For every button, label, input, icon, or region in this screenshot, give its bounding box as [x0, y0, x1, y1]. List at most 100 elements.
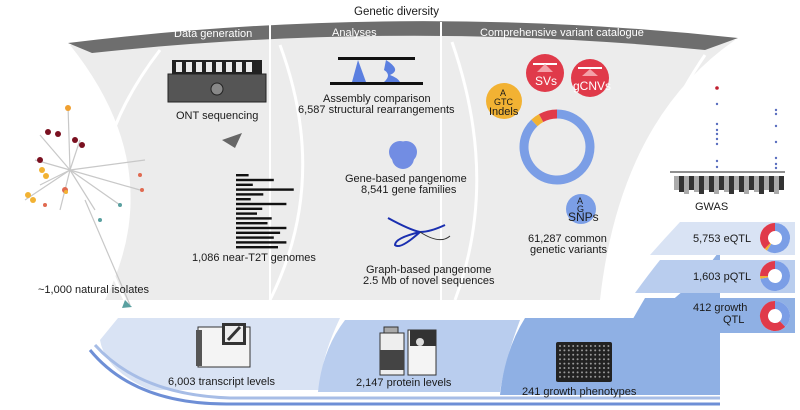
eqtl-label: 5,753 eQTL [693, 233, 752, 245]
gwas-chromosome-bar [744, 176, 749, 194]
gwas-chromosome-bar [689, 176, 694, 190]
gwas-label: GWAS [695, 201, 729, 213]
colony-dot [589, 349, 592, 352]
colony-dot [572, 371, 575, 374]
colony-dot [598, 367, 601, 369]
colony-dot [589, 345, 592, 347]
colony-dot [581, 353, 583, 356]
gene-pangenome-title: Gene-based pangenome [345, 173, 467, 185]
gwas-point [715, 159, 719, 163]
colony-dot [581, 375, 583, 378]
colony-dot [598, 371, 601, 374]
colony-dot [607, 358, 610, 361]
gwas-point [715, 132, 719, 136]
colony-dot [576, 371, 579, 374]
variant-summary-line2: genetic variants [530, 244, 608, 256]
colony-dot [581, 371, 583, 374]
gwas-chromosome-bar [704, 176, 709, 190]
colony-dot [607, 349, 610, 352]
ont-sequencing-label: ONT sequencing [176, 110, 259, 122]
colony-dot [576, 345, 579, 347]
assembly-comparison-value: 6,587 structural rearrangements [298, 104, 455, 116]
tree-tips [25, 105, 144, 308]
colony-dot [594, 367, 597, 369]
genome-bar [236, 193, 264, 196]
colony-dot [559, 362, 561, 365]
genome-bars-icon [236, 174, 294, 249]
colony-dot [567, 358, 570, 361]
colony-dot [581, 345, 583, 347]
colony-dot [572, 345, 575, 347]
colony-dot [603, 371, 605, 374]
rna-seq-instrument-icon [196, 323, 251, 368]
colony-dot [563, 362, 566, 365]
colony-dot [576, 349, 579, 352]
colony-dot [598, 358, 601, 361]
colony-dot [585, 362, 588, 365]
colony-dot [563, 345, 566, 347]
genome-bar [236, 212, 257, 215]
colony-dot [594, 349, 597, 352]
qtl-donut-segment [760, 261, 776, 277]
colony-dot [559, 375, 561, 378]
growth-qtl-panel [625, 298, 795, 333]
colony-dot [594, 371, 597, 374]
gcnvs-label: gCNVs [573, 79, 612, 93]
gwas-point [715, 102, 719, 106]
variant-donut-segment [519, 109, 595, 185]
gwas-lead-snp [715, 86, 719, 90]
qtl-donut-segment [764, 243, 772, 251]
colony-dot [607, 375, 610, 378]
colony-dot [603, 375, 605, 378]
genome-bar [236, 183, 253, 186]
graph-pangenome-icon [387, 217, 451, 248]
colony-dot [581, 367, 583, 369]
colony-dot [585, 358, 588, 361]
figure-title: Genetic diversity [354, 6, 440, 18]
colony-dot [572, 367, 575, 369]
growth-qtl-label-line2: QTL [723, 314, 745, 326]
gwas-chromosome-bar [719, 176, 724, 190]
colony-dot [594, 345, 597, 347]
gwas-chromosome-bar [774, 176, 779, 194]
genome-bar [236, 241, 287, 244]
genome-bar [236, 202, 287, 206]
arrow-icon [222, 133, 242, 148]
growth-qtl-label-line1: 412 growth [693, 302, 748, 314]
colony-dot [567, 353, 570, 356]
gwas-point [715, 122, 719, 126]
colony-dot [559, 345, 561, 347]
colony-dot [563, 371, 566, 374]
colony-dot [567, 349, 570, 352]
colony-dot [563, 367, 566, 369]
gwas-chromosome-bar [739, 176, 744, 192]
variant-composition-donut [519, 109, 595, 185]
assembly-comparison-icon [330, 57, 423, 85]
colony-dot [603, 353, 605, 356]
colony-dot [585, 353, 588, 356]
gwas-point [774, 162, 778, 166]
assembly-comparison-title: Assembly comparison [323, 93, 431, 105]
genome-bar [236, 207, 263, 210]
band-arc [88, 349, 720, 406]
venn-diagram-icon [389, 141, 417, 169]
colony-dot [581, 349, 583, 352]
colony-dot [585, 375, 588, 378]
colony-dot [559, 367, 561, 369]
gwas-chromosome-bar [674, 176, 679, 190]
gwas-point [774, 166, 778, 170]
qtl-donut-segment [760, 223, 776, 249]
colony-dot [585, 345, 588, 347]
colony-dot [567, 367, 570, 369]
growth-phenotypes-label: 241 growth phenotypes [522, 386, 637, 398]
stage-header-data-generation: Data generation [174, 28, 253, 40]
colony-dot [572, 353, 575, 356]
colony-dot [567, 362, 570, 365]
qtl-donut-segment [766, 223, 790, 253]
gwas-point [774, 124, 778, 128]
indels-glyph: GTC [494, 97, 513, 107]
colony-dot [572, 358, 575, 361]
indels-top-glyph: A [500, 88, 507, 98]
gwas-chromosome-bar [769, 176, 774, 192]
variant-donut-segment [538, 109, 558, 123]
